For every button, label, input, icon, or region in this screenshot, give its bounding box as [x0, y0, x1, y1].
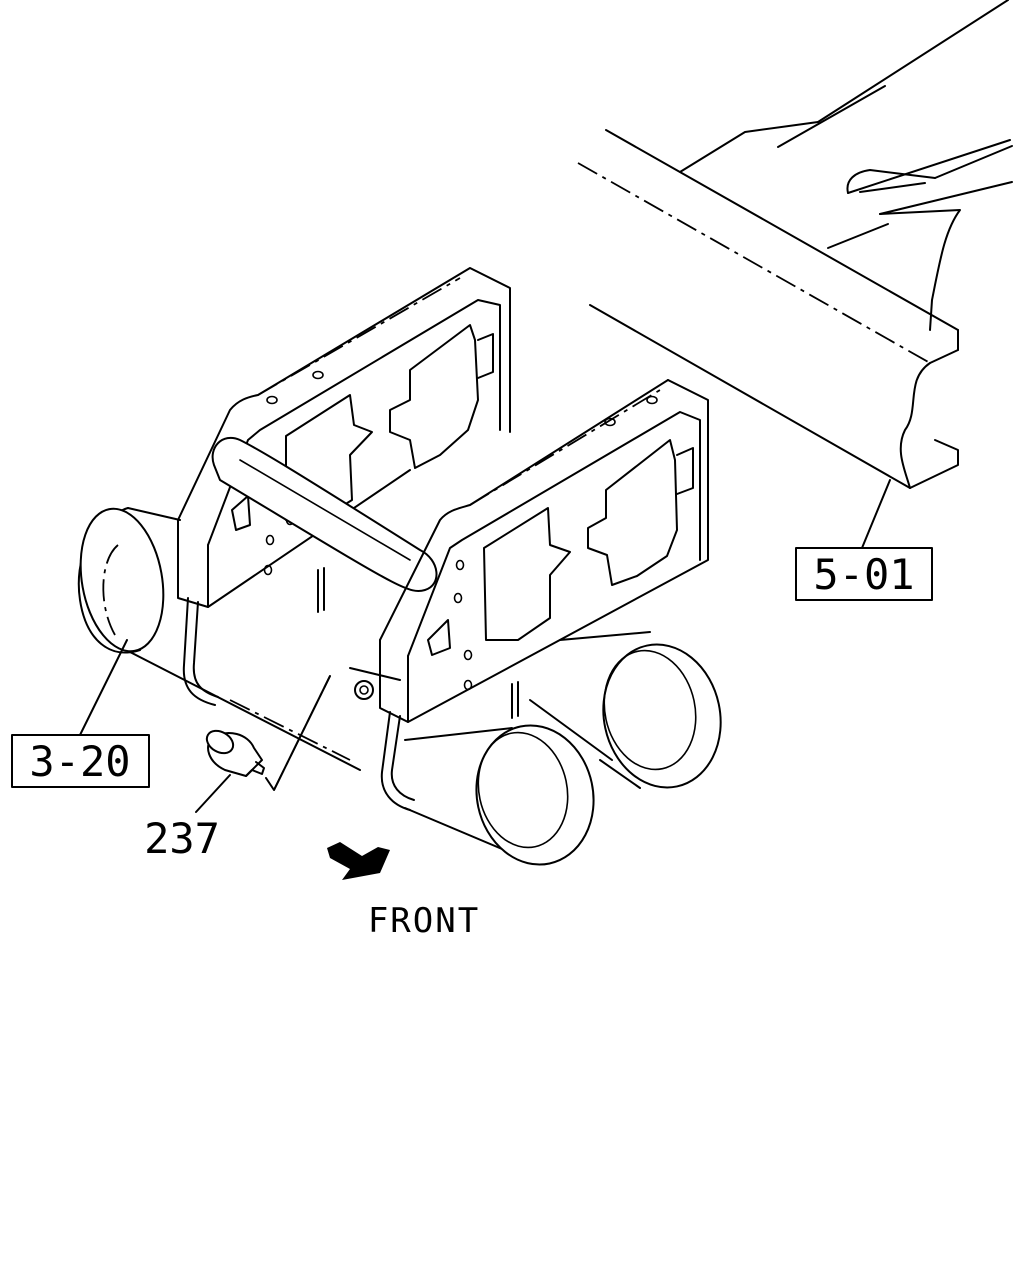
leader-5-01 [861, 479, 891, 549]
front-arrow-icon [327, 842, 390, 880]
left-bracket [177, 267, 511, 608]
leader-3-20 [79, 639, 128, 736]
part-number-237[interactable]: 237 [144, 814, 220, 863]
front-direction-label: FRONT [368, 901, 480, 941]
callout-5-01-label: 5-01 [813, 550, 914, 599]
part-237-plug [205, 675, 374, 791]
frame-rail [577, 0, 1013, 489]
axle-end-front [404, 724, 595, 866]
rear-axle-housing [529, 631, 722, 789]
callout-5-01[interactable]: 5-01 [795, 547, 933, 601]
callout-3-20[interactable]: 3-20 [11, 734, 150, 788]
right-bracket [317, 379, 709, 723]
leader-237 [195, 774, 231, 813]
callout-3-20-label: 3-20 [29, 737, 130, 786]
front-axle-housing [77, 507, 361, 771]
